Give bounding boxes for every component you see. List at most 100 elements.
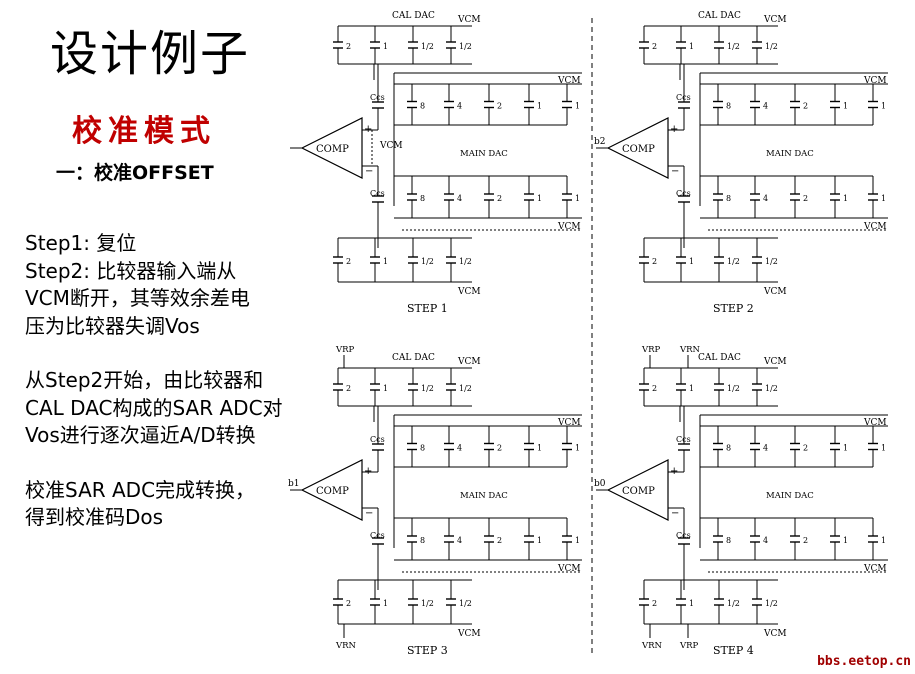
ccs-label: Ccs [370,435,385,444]
paragraph-line: Step2: 比较器输入端从 [25,258,237,283]
ccs-label: Ccs [370,189,385,198]
capacitor-label: 1 [537,194,542,203]
capacitor-label: 1 [881,102,886,111]
capacitor-label: 1 [383,384,388,393]
step-label: STEP 1 [407,302,448,315]
capacitor-label: 1 [843,102,848,111]
capacitor-label: 4 [457,194,462,203]
capacitor-label: 1 [843,444,848,453]
capacitor-label: 2 [346,257,351,266]
capacitor-label: 2 [803,536,808,545]
capacitor-label: 2 [652,257,657,266]
capacitor-label: 1/2 [421,257,434,266]
step-label: STEP 3 [407,644,448,657]
capacitor-label: 8 [420,444,425,453]
capacitor-label: 1/2 [459,599,472,608]
paragraph-line: 校准SAR ADC完成转换， [25,477,256,502]
capacitor-label: 2 [346,384,351,393]
capacitor-label: 8 [726,194,731,203]
capacitor-label: 1/2 [727,599,740,608]
capacitor-label: 1/2 [765,42,778,51]
capacitor-label: 1 [843,536,848,545]
vcm-label: VCM [863,76,887,86]
description-text: Step1: 复位 Step2: 比较器输入端从 VCM断开，其等效余差电 压为… [25,230,325,532]
vcm-label: VCM [457,629,481,639]
vcm-label: VCM [763,629,787,639]
reference-label: VRN [641,641,663,651]
capacitor-label: 4 [457,102,462,111]
capacitor-label: 1 [689,42,694,51]
capacitor-label: 1 [575,444,580,453]
capacitor-label: 1/2 [727,384,740,393]
reference-label: VRN [335,641,357,651]
capacitor-label: 1 [537,102,542,111]
main-dac-label: MAIN DAC [460,491,508,501]
ccs-label: Ccs [676,93,691,102]
capacitor-label: 4 [763,102,768,111]
capacitor-label: 1/2 [727,42,740,51]
vcm-label: VCM [863,222,887,232]
vcm-label: VCM [457,15,481,25]
step-label: STEP 4 [713,644,754,657]
section-heading: 一：校准OFFSET [56,162,214,184]
capacitor-label: 8 [726,444,731,453]
capacitor-label: 1/2 [421,384,434,393]
cal-dac-label: CAL DAC [698,353,741,363]
capacitor-label: 1 [575,194,580,203]
minus-sign: − [671,166,679,177]
capacitor-label: 1 [881,536,886,545]
capacitor-label: 2 [497,194,502,203]
reference-label: VRP [679,641,699,651]
reference-label: VRP [335,345,355,355]
capacitor-label: 1/2 [421,599,434,608]
cal-dac-label: CAL DAC [392,353,435,363]
capacitor-label: 1 [383,257,388,266]
capacitor-label: 1 [383,599,388,608]
minus-sign: − [365,166,373,177]
comparator-symbol [606,459,669,521]
minus-sign: − [365,508,373,519]
capacitor-label: 4 [763,194,768,203]
capacitor-label: 1 [881,444,886,453]
capacitor-label: 1 [843,194,848,203]
capacitor-label: 1/2 [765,599,778,608]
paragraph-line: Vos进行逐次逼近A/D转换 [25,423,256,447]
cal-dac-label: CAL DAC [392,11,435,21]
bit-label: b2 [594,137,606,147]
vcm-label: VCM [379,141,403,151]
vcm-label: VCM [457,357,481,367]
bit-label: b0 [594,479,606,489]
capacitor-label: 1 [689,257,694,266]
ccs-label: Ccs [370,93,385,102]
capacitor-label: 1 [689,599,694,608]
capacitor-label: 2 [497,444,502,453]
cal-dac-label: CAL DAC [698,11,741,21]
vcm-label: VCM [557,76,581,86]
capacitor-label: 4 [763,444,768,453]
capacitor-label: 1 [383,42,388,51]
capacitor-label: 8 [420,194,425,203]
main-dac-label: MAIN DAC [460,149,508,159]
step-label: STEP 2 [713,302,754,315]
comp-label: COMP [316,144,349,155]
capacitor-label: 2 [346,599,351,608]
comp-label: COMP [316,486,349,497]
capacitor-label: 4 [457,444,462,453]
vcm-label: VCM [763,15,787,25]
capacitor-label: 2 [803,194,808,203]
bit-label: b1 [288,479,300,489]
capacitor-label: 1 [575,536,580,545]
capacitor-label: 1 [537,536,542,545]
comparator-symbol [300,117,363,179]
paragraph-line: Step1: 复位 [25,231,137,255]
vcm-label: VCM [557,222,581,232]
ccs-label: Ccs [370,531,385,540]
paragraph-line: 得到校准码Dos [25,505,164,529]
minus-sign: − [671,508,679,519]
comp-label: COMP [622,144,655,155]
vcm-label: VCM [457,287,481,297]
capacitor-label: 8 [726,102,731,111]
vcm-label: VCM [763,287,787,297]
